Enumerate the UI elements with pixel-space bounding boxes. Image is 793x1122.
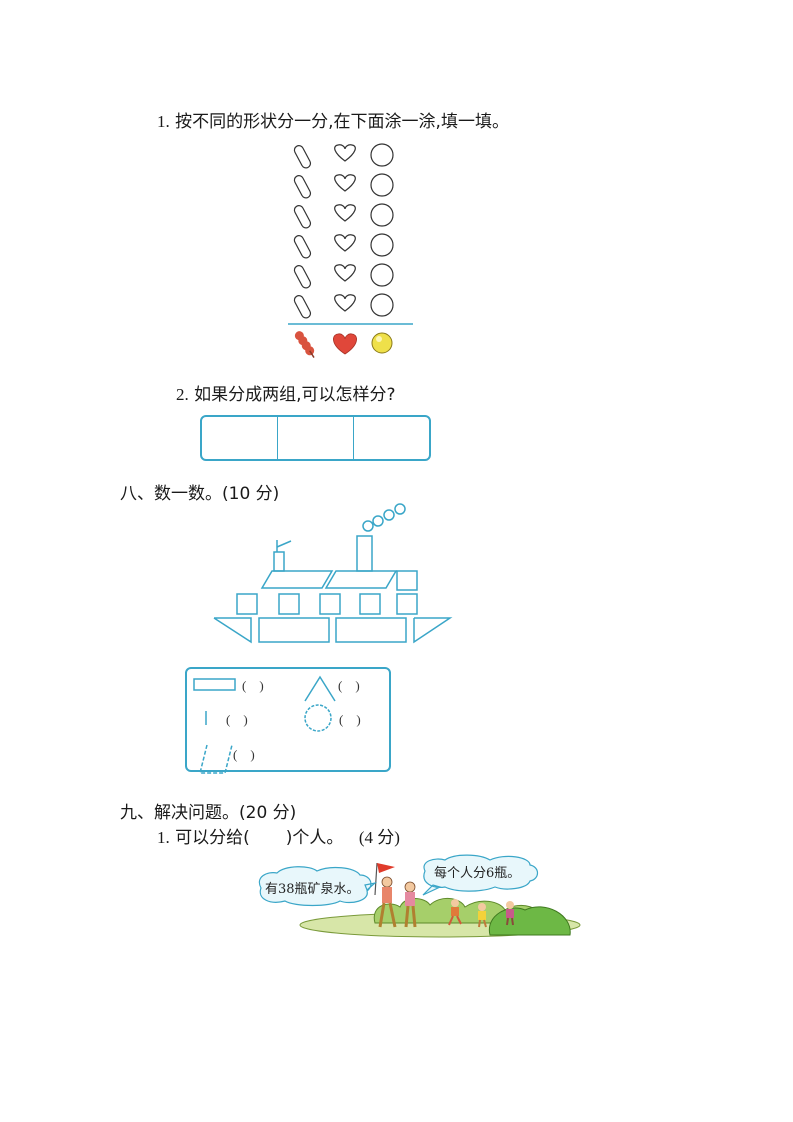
question-text: 如果分成两组,可以怎样分? bbox=[194, 385, 396, 405]
speech-bubble-right-text: 每个人分6瓶。 bbox=[434, 866, 521, 881]
answer-blank-parallelogram[interactable]: ( ) bbox=[233, 747, 255, 762]
heart-icon bbox=[333, 333, 357, 355]
shape-grid bbox=[288, 143, 413, 358]
question-text-before: 可以分给( bbox=[175, 828, 250, 848]
skewer-icon bbox=[294, 331, 315, 358]
count-shapes bbox=[193, 675, 336, 774]
shape-row bbox=[293, 143, 394, 169]
adult-with-flag bbox=[374, 862, 397, 928]
question-2-heading: 2. 如果分成两组,可以怎样分? bbox=[176, 380, 396, 405]
speech-bubble-left-text: 有38瓶矿泉水。 bbox=[265, 882, 360, 897]
child-one bbox=[448, 899, 462, 926]
question-text: 按不同的形状分一分,在下面涂一涂,填一填。 bbox=[175, 112, 509, 132]
points: (4 分) bbox=[358, 828, 400, 847]
question-number: 2. bbox=[176, 385, 189, 404]
speech-bubble-right bbox=[422, 854, 539, 896]
grouping-answer-box bbox=[200, 415, 431, 461]
answer-cell[interactable] bbox=[354, 417, 429, 459]
speech-bubble-left bbox=[258, 866, 378, 907]
answer-blank-line-segment[interactable]: ( ) bbox=[226, 712, 248, 727]
triangle-icon bbox=[304, 675, 336, 702]
answer-cell[interactable] bbox=[202, 417, 278, 459]
section-9-title: 九、解决问题。(20 分) bbox=[120, 803, 297, 823]
ship-figure bbox=[213, 503, 453, 644]
child-three bbox=[506, 901, 514, 926]
ball-icon bbox=[371, 332, 393, 354]
problem-1: 1. 可以分给( )个人。 (4 分) bbox=[157, 823, 400, 848]
question-number: 1. bbox=[157, 828, 170, 847]
parallelogram-icon bbox=[199, 744, 233, 774]
question-number: 1. bbox=[157, 112, 170, 131]
adult-two bbox=[404, 881, 417, 928]
answer-blank-rectangle[interactable]: ( ) bbox=[242, 678, 264, 693]
rectangle-icon bbox=[193, 678, 236, 691]
shape-count-box bbox=[185, 667, 391, 772]
question-text-after: )个人。 bbox=[285, 828, 344, 848]
section-8-title: 八、数一数。(10 分) bbox=[120, 484, 280, 504]
child-two bbox=[478, 903, 487, 928]
question-1-heading: 1. 按不同的形状分一分,在下面涂一涂,填一填。 bbox=[157, 107, 509, 132]
answer-blank-circle[interactable]: ( ) bbox=[339, 712, 361, 727]
answer-blank-triangle[interactable]: ( ) bbox=[338, 678, 360, 693]
hiking-illustration bbox=[258, 854, 581, 938]
circle-icon bbox=[304, 704, 332, 732]
answer-cell[interactable] bbox=[278, 417, 354, 459]
